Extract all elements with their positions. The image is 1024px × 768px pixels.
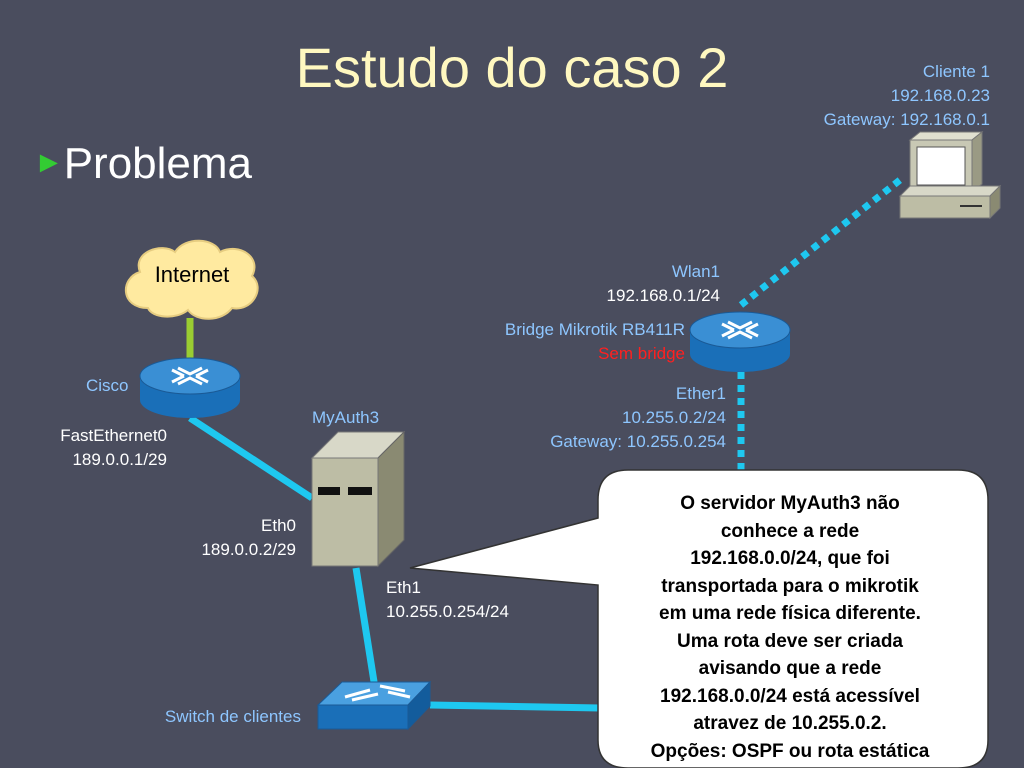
callout-line: 192.168.0.0/24 está acessível (660, 685, 920, 707)
myauth-server-icon (310, 430, 406, 568)
client-gateway-label: Gateway: 192.168.0.1 (823, 110, 990, 129)
mikrotik-router-icon (689, 311, 791, 372)
cisco-ip-label: 189.0.0.1/29 (72, 450, 167, 469)
callout-line: Uma rota deve ser criada (676, 630, 903, 652)
link-wireless-dotted (738, 177, 903, 308)
ether-gateway-label: Gateway: 10.255.0.254 (550, 432, 726, 451)
bullet-item: ►Problema (34, 142, 252, 186)
bullet-text: Problema (63, 139, 253, 188)
myauth-label: MyAuth3 (312, 408, 380, 427)
callout-text: O servidor MyAuth3 não conhece a rede 19… (604, 490, 976, 765)
ether-name-label: Ether1 (675, 384, 726, 403)
client-name-label: Cliente 1 (922, 62, 990, 81)
eth1-name-label: Eth1 (386, 578, 421, 597)
wlan-ip-label: 192.168.0.1/24 (606, 286, 720, 305)
callout-line: 192.168.0.0/24, que foi (690, 548, 890, 569)
mikrotik-label: Bridge Mikrotik RB411R (504, 320, 685, 339)
client-computer-icon (898, 130, 1002, 220)
triangle-arrow-icon: ► (34, 146, 64, 179)
link-myauth-switch (352, 567, 379, 689)
callout-line: em uma rede física diferente. (659, 603, 921, 624)
link-cisco-myauth (188, 415, 314, 501)
wlan-name-label: Wlan1 (671, 262, 720, 281)
internet-label: Internet (154, 262, 230, 287)
callout-line: avisando que a rede (698, 658, 882, 679)
callout-line: O servidor MyAuth3 não (680, 493, 900, 514)
sem-bridge-label: Sem bridge (598, 344, 685, 363)
cisco-label: Cisco (86, 376, 129, 395)
eth0-name-label: Eth0 (261, 516, 296, 535)
ether-ip-label: 10.255.0.2/24 (622, 408, 726, 427)
switch-label: Switch de clientes (164, 707, 301, 726)
link-switch-callout (429, 701, 601, 712)
cisco-iface-label: FastEthernet0 (60, 426, 167, 445)
eth1-ip-label: 10.255.0.254/24 (386, 602, 509, 621)
callout-line: Opções: OSPF ou rota estática (650, 740, 930, 762)
eth0-ip-label: 189.0.0.2/29 (201, 540, 296, 559)
client-ip-label: 192.168.0.23 (890, 86, 990, 105)
callout-line: conhece a rede (720, 520, 860, 542)
callout-line: transportada para o mikrotik (661, 575, 919, 597)
slide-title: Estudo do caso 2 (295, 36, 729, 99)
internet-cloud-icon (124, 239, 259, 320)
callout-line: atravez de 10.255.0.2. (693, 713, 887, 734)
switch-icon (316, 680, 432, 731)
cisco-router-icon (139, 357, 241, 418)
